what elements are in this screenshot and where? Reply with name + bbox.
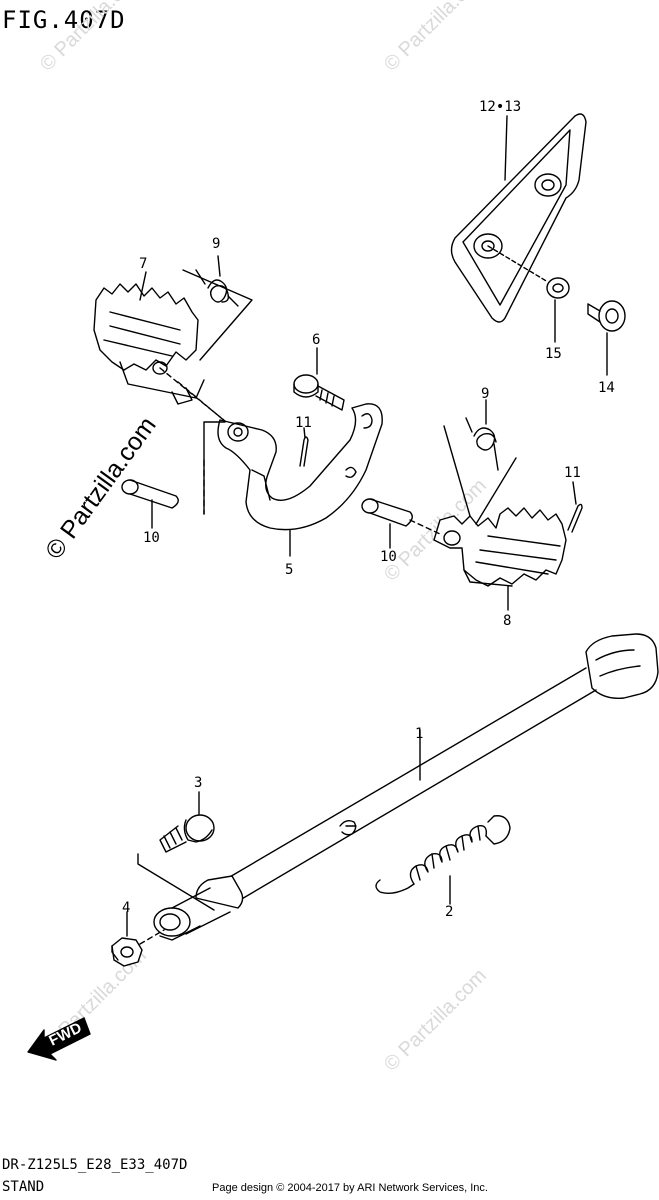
copyright-notice: Page design © 2004-2017 by ARI Network S… (212, 1182, 488, 1194)
callout-1: 1 (415, 726, 423, 742)
callout-11: 11 (564, 465, 581, 481)
cotter-pin-right-part (567, 503, 583, 533)
callout-8: 8 (503, 613, 511, 629)
forward-arrow-icon (27, 1017, 91, 1061)
side-stand-part (153, 633, 659, 941)
pin-left-part (121, 479, 179, 509)
callout-12-13: 12•13 (479, 99, 521, 115)
left-footpeg-part (93, 283, 205, 405)
bolt-part (293, 374, 345, 411)
nut-part (111, 937, 143, 967)
spring-left-part (195, 269, 239, 307)
callout-14: 14 (598, 380, 615, 396)
callout-5: 5 (285, 562, 293, 578)
callout-4: 4 (122, 900, 130, 916)
plate-guard-part (450, 113, 587, 323)
figure-title: FIG.407D (2, 6, 126, 34)
right-footpeg-part (433, 507, 567, 587)
pin-right-part (361, 498, 413, 527)
stand-bolt-part (159, 814, 215, 853)
stand-spring-part (375, 815, 511, 895)
callout-2: 2 (445, 904, 453, 920)
callout-9: 9 (481, 386, 489, 402)
callout-3: 3 (194, 775, 202, 791)
callout-7: 7 (139, 256, 147, 272)
figure-name: STAND (2, 1179, 45, 1195)
callout-10: 10 (143, 530, 160, 546)
spring-right-part (465, 417, 499, 471)
callout-10: 10 (380, 549, 397, 565)
callout-6: 6 (312, 332, 320, 348)
footpeg-bracket-part (217, 403, 383, 531)
callout-9: 9 (212, 236, 220, 252)
screw-part (587, 300, 626, 332)
figure-code: DR-Z125L5_E28_E33_407D (2, 1157, 188, 1173)
callout-11: 11 (295, 415, 312, 431)
washer-part (546, 277, 570, 299)
cotter-pin-left-part (299, 436, 309, 467)
callout-15: 15 (545, 346, 562, 362)
